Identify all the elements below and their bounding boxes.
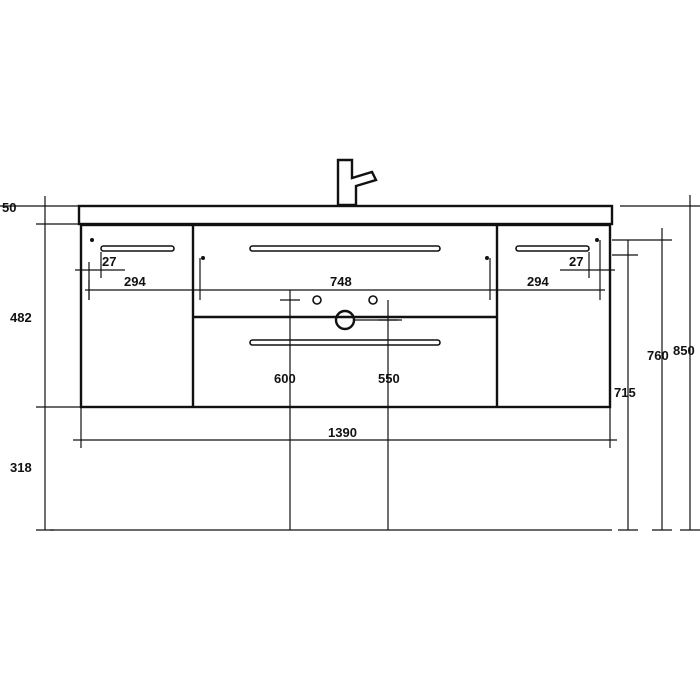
top-drawer-handle xyxy=(249,245,441,252)
dim-600-label: 600 xyxy=(274,371,296,386)
dim-1390-label: 1390 xyxy=(328,425,357,440)
center-right-dot xyxy=(485,256,489,260)
dim-550-label: 550 xyxy=(378,371,400,386)
dim-715-label: 715 xyxy=(614,385,636,400)
dim-27-right-label: 27 xyxy=(569,254,583,269)
dim-748-label: 748 xyxy=(330,274,352,289)
faucet-icon xyxy=(336,158,378,207)
dim-1390 xyxy=(73,407,617,448)
dim-318-label: 318 xyxy=(10,460,32,475)
dim-27-right: 27 xyxy=(560,252,615,278)
dim-850 xyxy=(620,195,700,531)
dim-294-left-label: 294 xyxy=(124,274,146,289)
dim-850-label: 850 xyxy=(673,343,695,358)
right-door-handle xyxy=(515,245,590,252)
dim-600 xyxy=(280,290,300,530)
left-door-handle xyxy=(100,245,175,252)
left-hinge-dot xyxy=(90,238,94,242)
dim-482-label: 482 xyxy=(10,310,32,325)
dim-760-label: 760 xyxy=(647,348,669,363)
dim-715 xyxy=(612,240,638,531)
countertop xyxy=(77,204,614,226)
bottom-drawer-handle xyxy=(249,339,441,346)
right-hinge-dot xyxy=(595,238,599,242)
dim-760 xyxy=(612,228,672,531)
dim-left-verticals xyxy=(0,196,81,531)
dim-27-left-label: 27 xyxy=(102,254,116,269)
center-left-dot xyxy=(201,256,205,260)
dim-550 xyxy=(378,300,398,530)
dim-50-label: 50 xyxy=(2,200,16,215)
cabinet-body xyxy=(79,223,612,409)
dim-294-right-label: 294 xyxy=(527,274,549,289)
